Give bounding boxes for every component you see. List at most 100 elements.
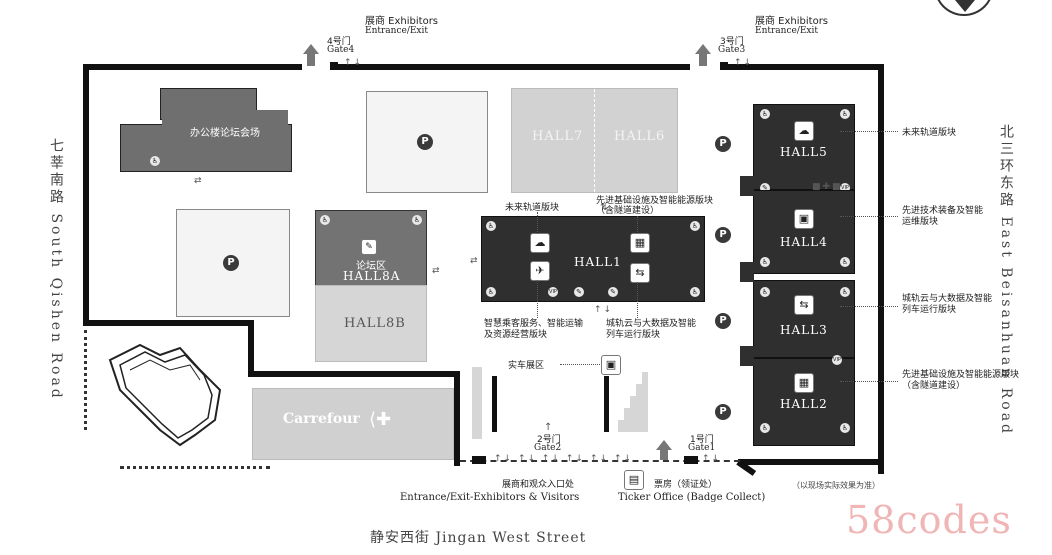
office-forum-building[interactable]: 办公楼论坛会场 ♿ [120, 88, 292, 172]
site-boundary-right [878, 64, 884, 474]
zone-future-rail-right: 未来轨道版块 [902, 128, 957, 138]
bottom-flow-arrows2-icon: ↑↓ ↑↓ [590, 454, 634, 464]
west-road-label: 七莘南路 South Qishen Road [48, 138, 64, 401]
watermark: 58codes [846, 498, 1012, 542]
gate1-flow-icon: ↑↓ [702, 454, 722, 464]
passenger-service-icon: ✈ [530, 261, 550, 281]
vehicle-stairs [618, 372, 652, 432]
parking-lot-north[interactable]: P [366, 91, 488, 193]
hall8b-label: HALL8B [344, 316, 406, 331]
site-boundary-top [83, 64, 881, 70]
restroom-icon: ♿ [690, 221, 700, 231]
hall1-label: HALL1 [574, 255, 622, 269]
restroom-icon: ♿ [760, 109, 770, 119]
parking-icon: P [715, 136, 731, 152]
gate1-label-cn: 1号门 [690, 435, 714, 445]
gate4-entrance-label: 展商 Exhibitors [365, 16, 439, 27]
hall4-label: HALL4 [780, 235, 828, 249]
hall6-label: HALL6 [614, 129, 666, 144]
parking-icon: P [715, 404, 731, 420]
bottom-dashed-path [460, 460, 740, 462]
boundary-zigzag-bottom [120, 466, 270, 475]
carrefour-label: Carrefour [283, 411, 360, 427]
zone-smart-passenger: 智慧乘客服务、智能运输及资源经营版块 [484, 319, 584, 340]
south-road-label: 静安西街 Jingan West Street [370, 530, 587, 546]
parking-icon: P [715, 313, 731, 329]
site-boundary-bottom-left [454, 371, 460, 466]
gate3-entrance-sub: Entrance/Exit [755, 26, 818, 36]
vehicle-icon: ▣ [601, 355, 621, 375]
gate2-label-cn: 2号门 [537, 435, 561, 445]
vip-icon: VIP [840, 183, 850, 193]
hall5[interactable]: ☁ HALL5 ♿ ♿ ✎ VIP [753, 104, 855, 193]
restroom-icon: ♿ [840, 423, 850, 433]
hall1-west-door-icon: ⇄ [470, 256, 480, 266]
restroom-icon: ♿ [486, 221, 496, 231]
site-boundary-inner-left [83, 320, 253, 326]
gate3-label-en: Gate3 [718, 45, 746, 55]
hall8a-cn-label: 论坛区 [356, 261, 386, 272]
gate2-arrow-icon: ↑ [544, 422, 553, 433]
hall3[interactable]: ⇆ HALL3 ♿ ♿ [753, 280, 855, 358]
gate3-flow-icon: ↑↓ [734, 58, 754, 68]
site-boundary-step [248, 320, 254, 375]
vip-icon: VIP [832, 355, 842, 365]
vehicle-track-2 [492, 376, 497, 432]
ticket-office-cn: 票房（领证处） [654, 480, 718, 490]
gate1-door [684, 456, 698, 464]
hall4[interactable]: ▣ HALL4 ♿ ♿ [753, 190, 855, 274]
forum-icon: ✎ [361, 239, 377, 255]
hall1-south-door-icon: ↑↓ [594, 305, 614, 315]
bottom-flow-arrows-icon: ↑↓ ↑↓ ↑↓ ↑↓ [494, 454, 585, 464]
disclaimer-note: （以现场实际效果为准） [792, 481, 880, 490]
gate4-label-cn: 4号门 [327, 37, 351, 47]
hall5-label: HALL5 [780, 145, 828, 159]
carrefour-logo-icon: ⟨✚ [369, 409, 392, 430]
gate3-door [720, 62, 728, 70]
infrastructure-icon: ▦ [630, 233, 650, 253]
bottom-entrance-en: Entrance/Exit-Exhibitors & Visitors [400, 492, 580, 503]
office-door-icon: ⇄ [194, 176, 204, 186]
zone-advanced-infra-right: 先进基础设施及智能能源版块（含隧道建设） [902, 370, 1020, 391]
restroom-icon: ✎ [574, 287, 584, 297]
hall3-label: HALL3 [780, 323, 828, 337]
adjacent-building [100, 340, 222, 447]
gate3-label-cn: 3号门 [720, 37, 744, 47]
hall8a[interactable]: ✎ 论坛区 HALL8A ♿ ♿ [315, 210, 427, 287]
hall7-label: HALL7 [532, 129, 584, 144]
gate3-arrow-icon [695, 44, 711, 54]
gate4-door [330, 62, 338, 70]
zone-future-rail-top: 未来轨道版块 [505, 203, 560, 213]
site-boundary-left [83, 64, 89, 326]
gate2-door [472, 456, 486, 464]
gate1-arrow-icon [656, 440, 672, 450]
train-operation-icon: ⇆ [794, 295, 814, 315]
hall5-east-door-icon: ■✚■ [812, 182, 843, 192]
train-operation-icon: ⇆ [630, 263, 650, 283]
restroom-icon: ♿ [320, 215, 330, 225]
hall1-north-door-icon: ⇅ [600, 203, 610, 213]
hall2-label: HALL2 [780, 397, 828, 411]
parking-lot-west[interactable]: P [176, 209, 290, 317]
zone-advanced-infra-top: 先进基础设施及智能能源版块（含隧道建设） [596, 196, 714, 216]
carrefour-building[interactable]: Carrefour ⟨✚ [252, 388, 454, 460]
boundary-zigzag-left [84, 330, 97, 430]
zone-advanced-equipment: 先进技术装备及智能运维版块 [902, 206, 984, 227]
future-rail-icon: ☁ [794, 121, 814, 141]
ticket-office-icon: ▤ [624, 470, 644, 490]
vehicle-area-label: 实车展区 [508, 361, 545, 371]
hall8b[interactable]: HALL8B [315, 285, 427, 362]
vehicle-track-3 [604, 376, 609, 432]
zone-city-cloud-right: 城轨云与大数据及智能列车运行版块 [902, 294, 993, 315]
restroom-icon: ♿ [412, 215, 422, 225]
hall7-hall6-block[interactable]: HALL7 HALL6 [511, 88, 678, 193]
gate1-label-en: Gate1 [688, 443, 716, 453]
gate3-entrance-label: 展商 Exhibitors [755, 16, 829, 27]
restroom-icon: ♿ [486, 287, 496, 297]
hall2[interactable]: ▦ HALL2 ♿ ♿ VIP [753, 355, 855, 446]
hall1[interactable]: ☁ ✈ ▦ ⇆ HALL1 ♿ ♿ ♿ ♿ ✎ ✎ VIP [481, 216, 705, 302]
office-forum-label: 办公楼论坛会场 [190, 128, 260, 139]
bottom-entrance-cn: 展商和观众入口处 [502, 480, 575, 490]
restroom-icon: ♿ [840, 287, 850, 297]
gate4-arrow-icon [303, 44, 319, 54]
